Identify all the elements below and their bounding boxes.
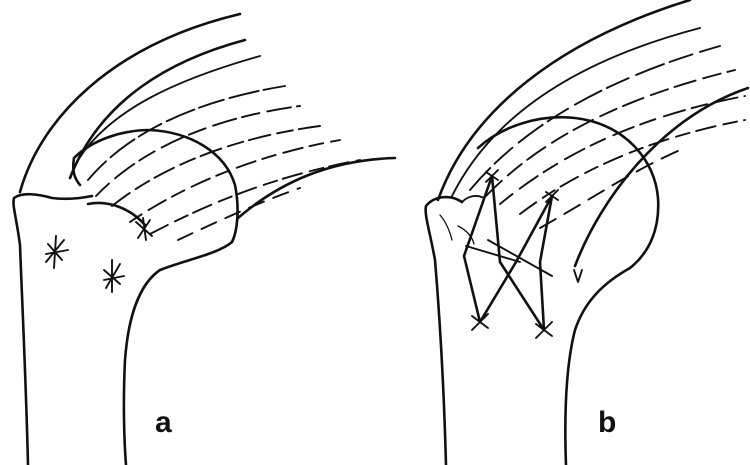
panel-label-b: b (598, 406, 616, 439)
suture-bridge-b (464, 170, 582, 338)
panel-b: b (426, 0, 748, 465)
suture-knot-2 (104, 260, 124, 292)
lateral-anchor-1 (472, 314, 488, 330)
rotator-cuff-fibers-a (20, 14, 395, 240)
panel-label-a: a (155, 406, 172, 439)
suture-knot-1 (46, 236, 68, 268)
tendon-repair-a (46, 158, 152, 292)
panel-a: a (13, 14, 395, 465)
rotator-cuff-fibers-b (438, 0, 748, 266)
